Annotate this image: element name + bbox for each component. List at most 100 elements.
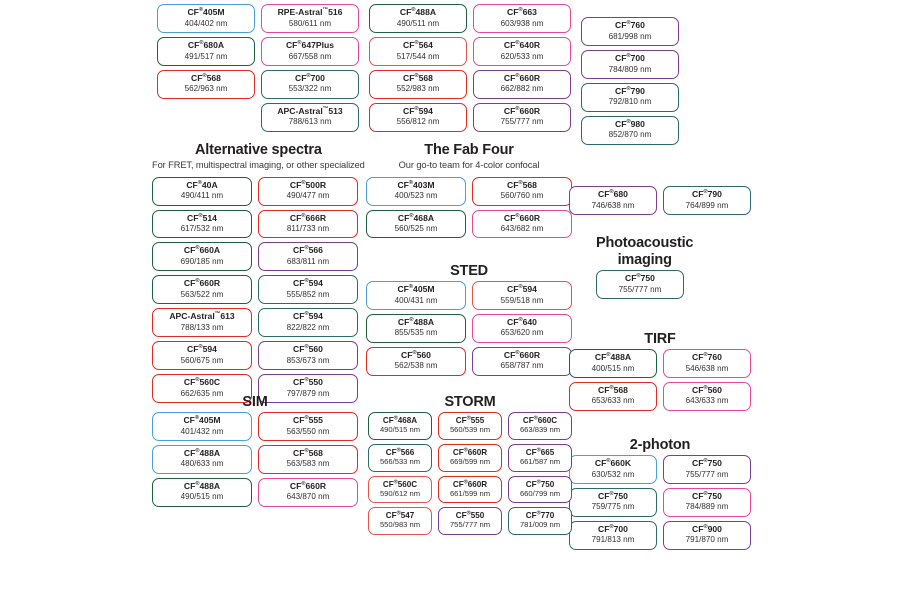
dye-name: CF®680 — [598, 189, 628, 199]
dye-name: CF®488A — [183, 480, 221, 491]
dye-name: CF®700 — [295, 72, 325, 83]
dye-name: CF®405M — [187, 7, 225, 17]
dye-name: CF®680A — [187, 39, 225, 50]
dye-wavelengths: 755/777 nm — [449, 520, 491, 530]
dye-name: CF®760 — [615, 20, 645, 30]
dye-wavelengths: 755/777 nm — [685, 469, 729, 479]
dye-name: CF®560 — [401, 349, 431, 360]
group-title: STORM — [444, 394, 496, 410]
dye-wavelengths: 404/402 nm — [184, 18, 228, 28]
dye-wavelengths: 580/611 nm — [288, 18, 332, 28]
dye-name: CF®980 — [615, 118, 645, 129]
group-title: 2-photon — [629, 437, 691, 453]
dye-wavelengths: 653/620 nm — [500, 328, 544, 338]
dye-wavelengths: 620/533 nm — [500, 51, 544, 61]
dye-wavelengths: 669/599 nm — [449, 456, 491, 466]
dye-wavelengths: 559/518 nm — [500, 295, 544, 305]
dye-wavelengths: 590/612 nm — [379, 488, 421, 498]
dye-wavelengths: 662/882 nm — [500, 84, 544, 94]
dye-name: CF®750 — [692, 490, 722, 501]
dye-name: CF®660K — [594, 457, 632, 468]
